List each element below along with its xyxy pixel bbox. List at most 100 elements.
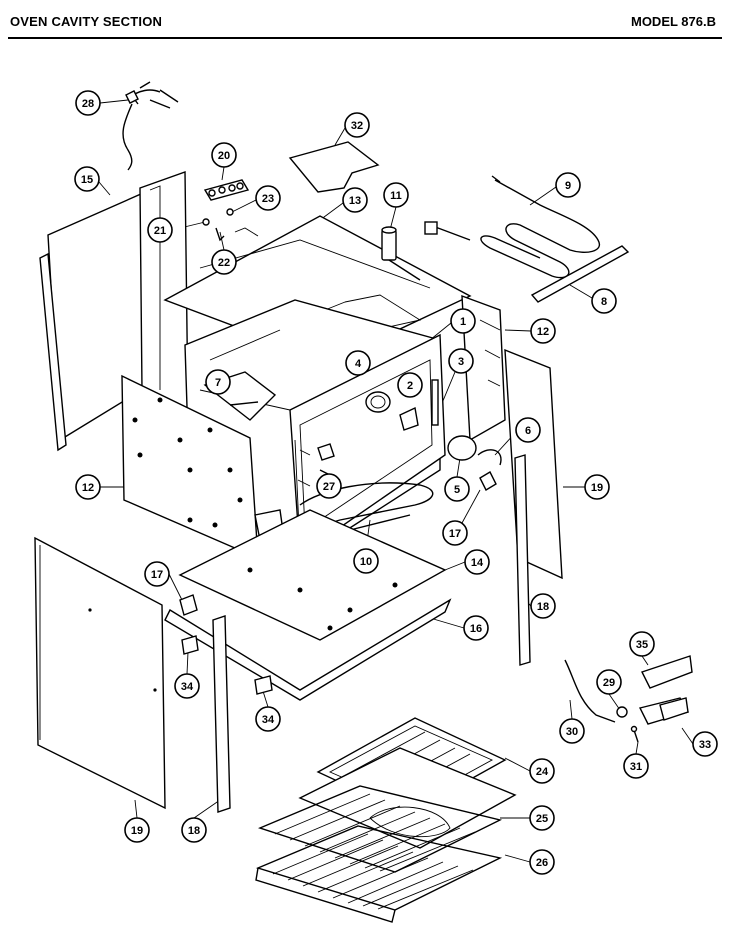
bracket-8 [530, 245, 630, 303]
callout-number: 15 [81, 174, 93, 186]
callout-number: 25 [536, 813, 548, 825]
callout-13-top-panel: 13 [342, 187, 368, 213]
callout-number: 8 [601, 296, 607, 308]
callout-circle [515, 417, 541, 443]
callout-23-screw: 23 [255, 185, 281, 211]
callout-circle [75, 474, 101, 500]
callout-circle [205, 369, 231, 395]
section-title: OVEN CAVITY SECTION [10, 14, 163, 29]
right-insulation-12 [461, 294, 506, 442]
callout-circle [529, 849, 555, 875]
callout-21-screw: 21 [147, 217, 173, 243]
callout-circle [383, 182, 409, 208]
right-outer-panel-19 [504, 348, 563, 580]
callout-2-socket: 2 [397, 372, 423, 398]
callout-number: 16 [470, 623, 482, 635]
callout-circle [74, 166, 100, 192]
right-rail-18 [514, 454, 531, 666]
callout-27-clip: 27 [316, 473, 342, 499]
callout-29-hinge-pin: 29 [596, 669, 622, 695]
callout-number: 28 [82, 98, 94, 110]
callout-3-sensor: 3 [448, 348, 474, 374]
lamp-lens-and-bulb [447, 435, 502, 491]
callout-33-latch-block: 33 [692, 731, 718, 757]
callout-circle [584, 474, 610, 500]
callout-circle [596, 669, 622, 695]
callout-number: 29 [603, 677, 615, 689]
light-components [365, 379, 439, 431]
callout-number: 21 [154, 225, 166, 237]
callout-31-screw: 31 [623, 753, 649, 779]
callout-number: 27 [323, 481, 335, 493]
wiring-harness [122, 81, 179, 171]
callout-number: 33 [699, 739, 711, 751]
leader-lines [98, 99, 694, 863]
thermostat-bulb-11 [381, 226, 421, 281]
callout-circle [181, 817, 207, 843]
callout-1-oven-cavity: 1 [450, 308, 476, 334]
callout-8-bracket: 8 [591, 288, 617, 314]
callout-20-terminal-block: 20 [211, 142, 237, 168]
clip-34-right [254, 675, 273, 695]
callout-14-bottom-panel: 14 [464, 549, 490, 575]
callout-15-side-panel: 15 [74, 166, 100, 192]
callout-number: 18 [537, 601, 549, 613]
oven-rack-25 [257, 785, 503, 873]
callout-number: 12 [82, 482, 94, 494]
callout-circle [174, 673, 200, 699]
callout-26-rack-lower: 26 [529, 849, 555, 875]
callout-number: 34 [181, 681, 194, 693]
callout-number: 2 [407, 380, 413, 392]
callout-circle [629, 631, 655, 657]
callout-circle [342, 187, 368, 213]
header-rule [8, 37, 722, 39]
left-rail-18 [212, 615, 231, 813]
callout-number: 19 [591, 482, 603, 494]
callout-number: 7 [215, 377, 221, 389]
callout-number: 17 [151, 569, 163, 581]
callout-circle [692, 731, 718, 757]
callout-number: 11 [390, 190, 402, 202]
callout-number: 6 [525, 425, 531, 437]
callout-circle [144, 561, 170, 587]
left-outer-panel-19 [34, 536, 166, 810]
callout-circle [211, 142, 237, 168]
callout-circle [444, 476, 470, 502]
callout-number: 35 [636, 639, 648, 651]
callout-circle [353, 548, 379, 574]
terminal-block-group [202, 179, 250, 242]
callout-18-left-rail: 18 [181, 817, 207, 843]
callout-circle [397, 372, 423, 398]
callout-circle [344, 112, 370, 138]
callout-number: 18 [188, 825, 200, 837]
callout-number: 32 [351, 120, 363, 132]
callout-number: 20 [218, 150, 230, 162]
callout-24-broil-pan: 24 [529, 758, 555, 784]
page-header: OVEN CAVITY SECTION MODEL 876.B [0, 0, 736, 48]
callout-circle [530, 318, 556, 344]
model-number: MODEL 876.B [630, 14, 716, 29]
callout-circle [529, 805, 555, 831]
callout-number: 26 [536, 857, 548, 869]
callout-number: 24 [536, 766, 549, 778]
callout-circle [124, 817, 150, 843]
callout-circle [463, 615, 489, 641]
callout-6-lamp-lens: 6 [515, 417, 541, 443]
callout-34-clip-right: 34 [255, 706, 281, 732]
callout-number: 1 [460, 316, 466, 328]
callout-circle [555, 172, 581, 198]
callout-number: 4 [355, 358, 362, 370]
callout-5-bulb: 5 [444, 476, 470, 502]
callout-circle [147, 217, 173, 243]
callout-9-broil-element: 9 [555, 172, 581, 198]
callout-32-cover-plate: 32 [344, 112, 370, 138]
callout-10-bake-element: 10 [353, 548, 379, 574]
callout-number: 19 [131, 825, 143, 837]
callout-17-clip-left: 17 [144, 561, 170, 587]
broil-element-9 [424, 175, 601, 279]
callout-circle [255, 185, 281, 211]
callout-number: 34 [262, 714, 275, 726]
bottom-panel-14 [178, 509, 447, 641]
callout-16-base-pan: 16 [463, 615, 489, 641]
